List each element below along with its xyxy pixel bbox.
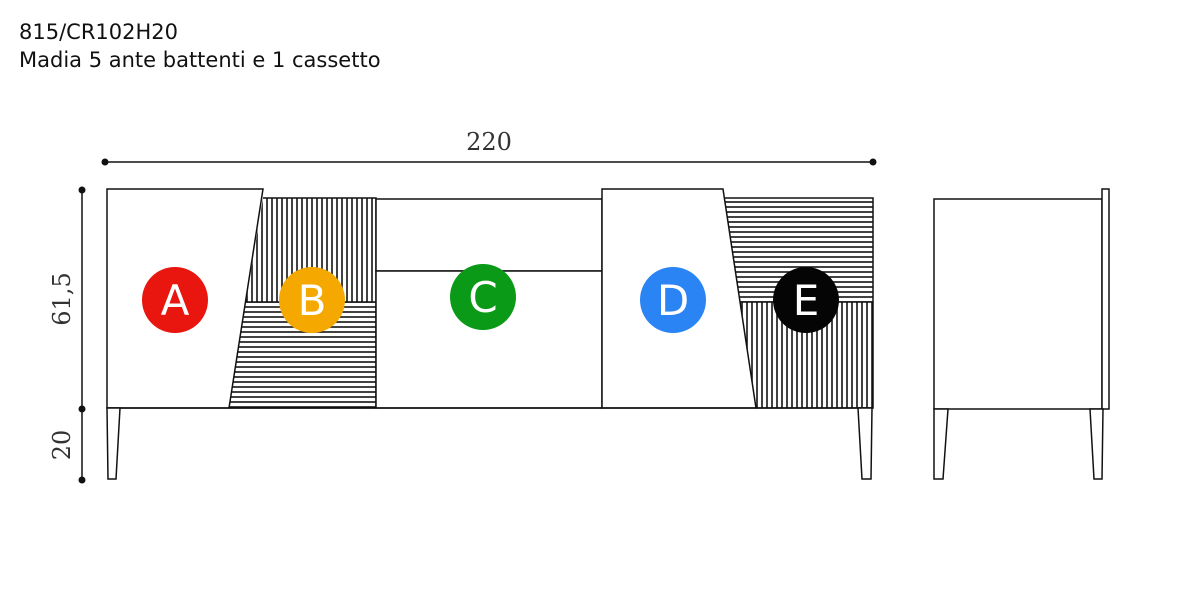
door-badges: A B C D E <box>142 264 839 333</box>
badge-letter: C <box>468 273 497 322</box>
front-right-leg <box>857 407 873 480</box>
badge-a: A <box>142 267 208 333</box>
door-b-top-vertical-lines <box>246 198 376 302</box>
badge-letter: E <box>793 276 820 325</box>
badge-circle <box>450 264 516 330</box>
product-code: 815/CR102H20 <box>19 20 179 44</box>
front-view <box>106 188 874 480</box>
badge-e: E <box>773 267 839 333</box>
badge-d: D <box>640 267 706 333</box>
width-label: 220 <box>466 128 512 156</box>
width-dimension: 220 <box>101 128 877 166</box>
header: 815/CR102H20 Madia 5 ante battenti e 1 c… <box>19 18 381 74</box>
door-e-bottom-vertical-lines <box>738 302 873 408</box>
badge-letter: D <box>657 276 689 325</box>
side-view <box>933 188 1110 480</box>
badge-circle <box>773 267 839 333</box>
badge-circle <box>640 267 706 333</box>
product-description: Madia 5 ante battenti e 1 cassetto <box>19 48 381 72</box>
door-e-top-horizontal-lines <box>723 198 873 302</box>
badge-circle <box>279 267 345 333</box>
badge-letter: A <box>161 276 190 325</box>
side-right-leg <box>1089 408 1104 480</box>
height-dimension: 61,5 20 <box>48 186 86 484</box>
side-left-leg <box>933 408 949 480</box>
badge-c: C <box>450 264 516 330</box>
legs-height-label: 20 <box>48 430 76 461</box>
front-left-leg <box>106 407 121 480</box>
height-label: 61,5 <box>48 272 76 325</box>
door-b-bottom-horizontal-lines <box>229 302 376 408</box>
drawer-c <box>375 198 603 272</box>
badge-circle <box>142 267 208 333</box>
badge-letter: B <box>298 276 327 325</box>
badge-b: B <box>279 267 345 333</box>
